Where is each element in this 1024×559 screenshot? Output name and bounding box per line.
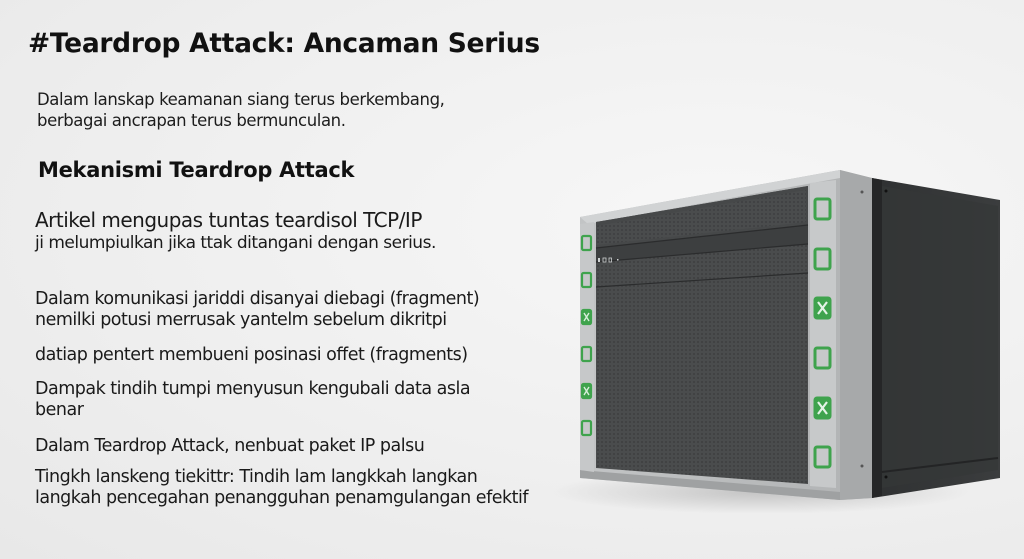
article-line-1: Artikel mengupas tuntas teardisol TCP/IP <box>35 208 422 232</box>
paragraph-line: datiap pentert membueni posinasi offet (… <box>35 345 468 365</box>
page-title: #Teardrop Attack: Ancaman Serius <box>28 28 540 59</box>
paragraph-line: nemilki potusi merrusak yantelm sebelum … <box>35 310 447 330</box>
paragraph-line: Dampak tindih tumpi menyusun kengubali d… <box>35 379 471 399</box>
content-column: #Teardrop Attack: Ancaman Serius Dalam l… <box>28 28 540 509</box>
paragraph-line: langkah pencegahan penangguhan penamgula… <box>35 488 529 508</box>
paragraph-impact: Dampak tindih tumpi menyusun kengubali d… <box>35 379 471 421</box>
intro-paragraph: Dalam lanskap keamanan siang terus berke… <box>37 89 445 131</box>
article-line-2: ji melumpiulkan jika ttak ditangani deng… <box>35 233 436 253</box>
paragraph-fake-packet: Dalam Teardrop Attack, nenbuat paket IP … <box>35 436 425 457</box>
paragraph-line: Tingkh lanskeng tiekittr: Tindih lam lan… <box>35 467 478 487</box>
section-heading: Mekanismi Teardrop Attack <box>38 158 355 182</box>
paragraph-line: benar <box>35 400 84 420</box>
intro-line-1: Dalam lanskap keamanan siang terus berke… <box>37 90 445 109</box>
paragraph-line: Dalam komunikasi jariddi disanyai diebag… <box>35 289 480 309</box>
intro-line-2: berbagai ancrapan terus bermunculan. <box>37 111 346 130</box>
paragraph-offset: datiap pentert membueni posinasi offet (… <box>35 345 468 366</box>
paragraph-fragment: Dalam komunikasi jariddi disanyai diebag… <box>35 289 480 331</box>
article-paragraph: Artikel mengupas tuntas teardisol TCP/IP… <box>35 208 436 254</box>
paragraph-prevention: Tingkh lanskeng tiekittr: Tindih lam lan… <box>35 467 529 509</box>
paragraph-line: Dalam Teardrop Attack, nenbuat paket IP … <box>35 436 425 456</box>
